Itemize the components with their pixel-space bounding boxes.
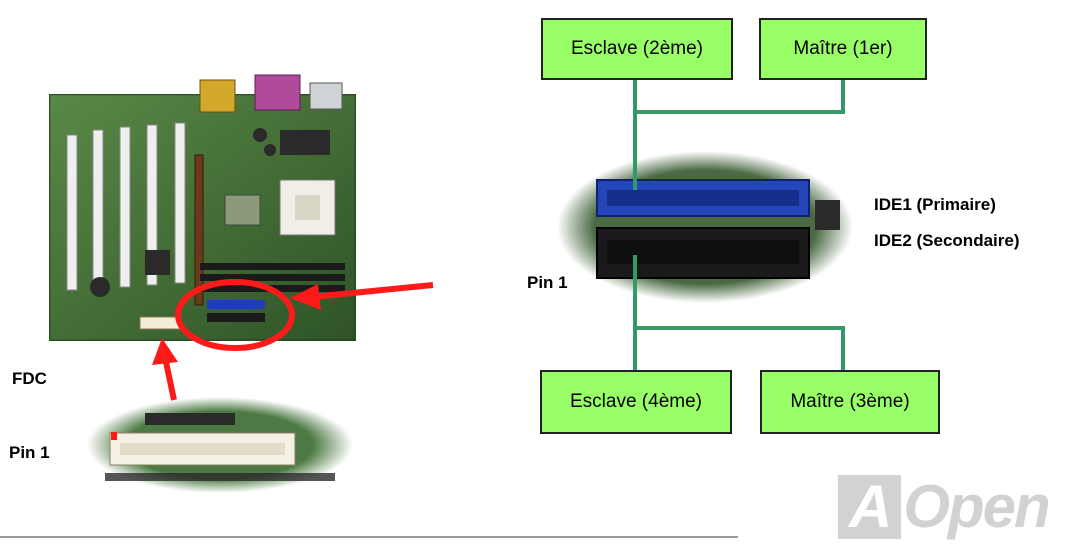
slave-4th-box: Esclave (4ème) xyxy=(540,370,732,434)
ide-connector-photo xyxy=(557,151,853,303)
master-1st-box: Maître (1er) xyxy=(759,18,927,80)
fdc-pin1-label: Pin 1 xyxy=(9,443,50,462)
fdc-connector-photo xyxy=(87,397,353,493)
ide1-label: IDE1 (Primaire) xyxy=(874,195,996,214)
bottom-divider xyxy=(0,536,738,538)
slave-2nd-box: Esclave (2ème) xyxy=(541,18,733,80)
master-3rd-box: Maître (3ème) xyxy=(760,370,940,434)
motherboard-photo xyxy=(49,74,356,341)
fdc-label: FDC xyxy=(12,369,47,388)
ide2-label: IDE2 (Secondaire) xyxy=(874,231,1020,250)
ide-pin1-label: Pin 1 xyxy=(527,273,568,292)
